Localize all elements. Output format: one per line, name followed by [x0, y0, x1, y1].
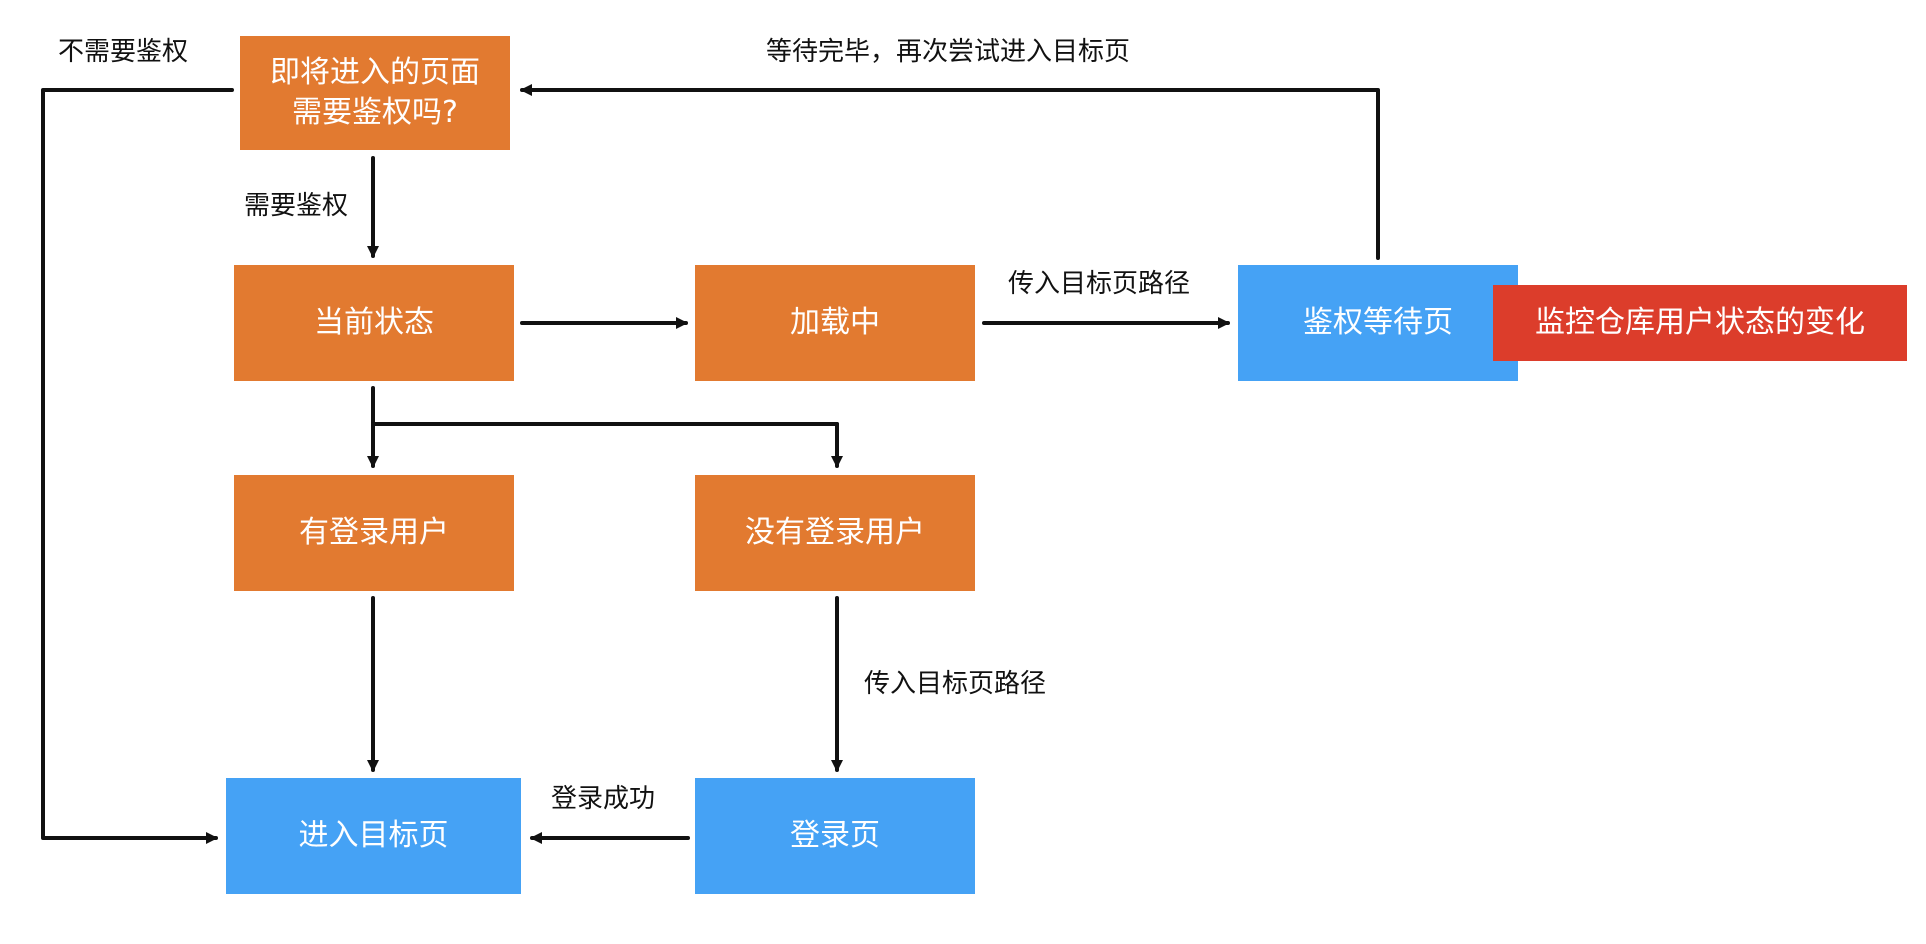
node-login-page: 登录页: [695, 778, 975, 894]
label-retry: 等待完毕，再次尝试进入目标页: [766, 37, 1131, 67]
node-auth-wait-page: 鉴权等待页: [1238, 265, 1518, 381]
node-has-user: 有登录用户: [234, 475, 514, 591]
label-pass-path-wait: 传入目标页路径: [1008, 269, 1191, 299]
label-no-auth: 不需要鉴权: [58, 37, 189, 67]
node-check-auth: 即将进入的页面 需要鉴权吗?: [240, 36, 510, 150]
node-enter-target: 进入目标页: [226, 778, 521, 894]
edge-state-split: [371, 386, 839, 426]
label-pass-path-login: 传入目标页路径: [864, 669, 1047, 699]
edge-retry: [520, 84, 1380, 260]
node-monitor-store: 监控仓库用户状态的变化: [1493, 285, 1907, 361]
edge-no-auth: [41, 88, 234, 844]
node-loading: 加载中: [695, 265, 975, 381]
node-no-user: 没有登录用户: [695, 475, 975, 591]
node-current-state: 当前状态: [234, 265, 514, 381]
label-login-success: 登录成功: [551, 784, 656, 814]
label-auth-needed: 需要鉴权: [244, 191, 349, 221]
